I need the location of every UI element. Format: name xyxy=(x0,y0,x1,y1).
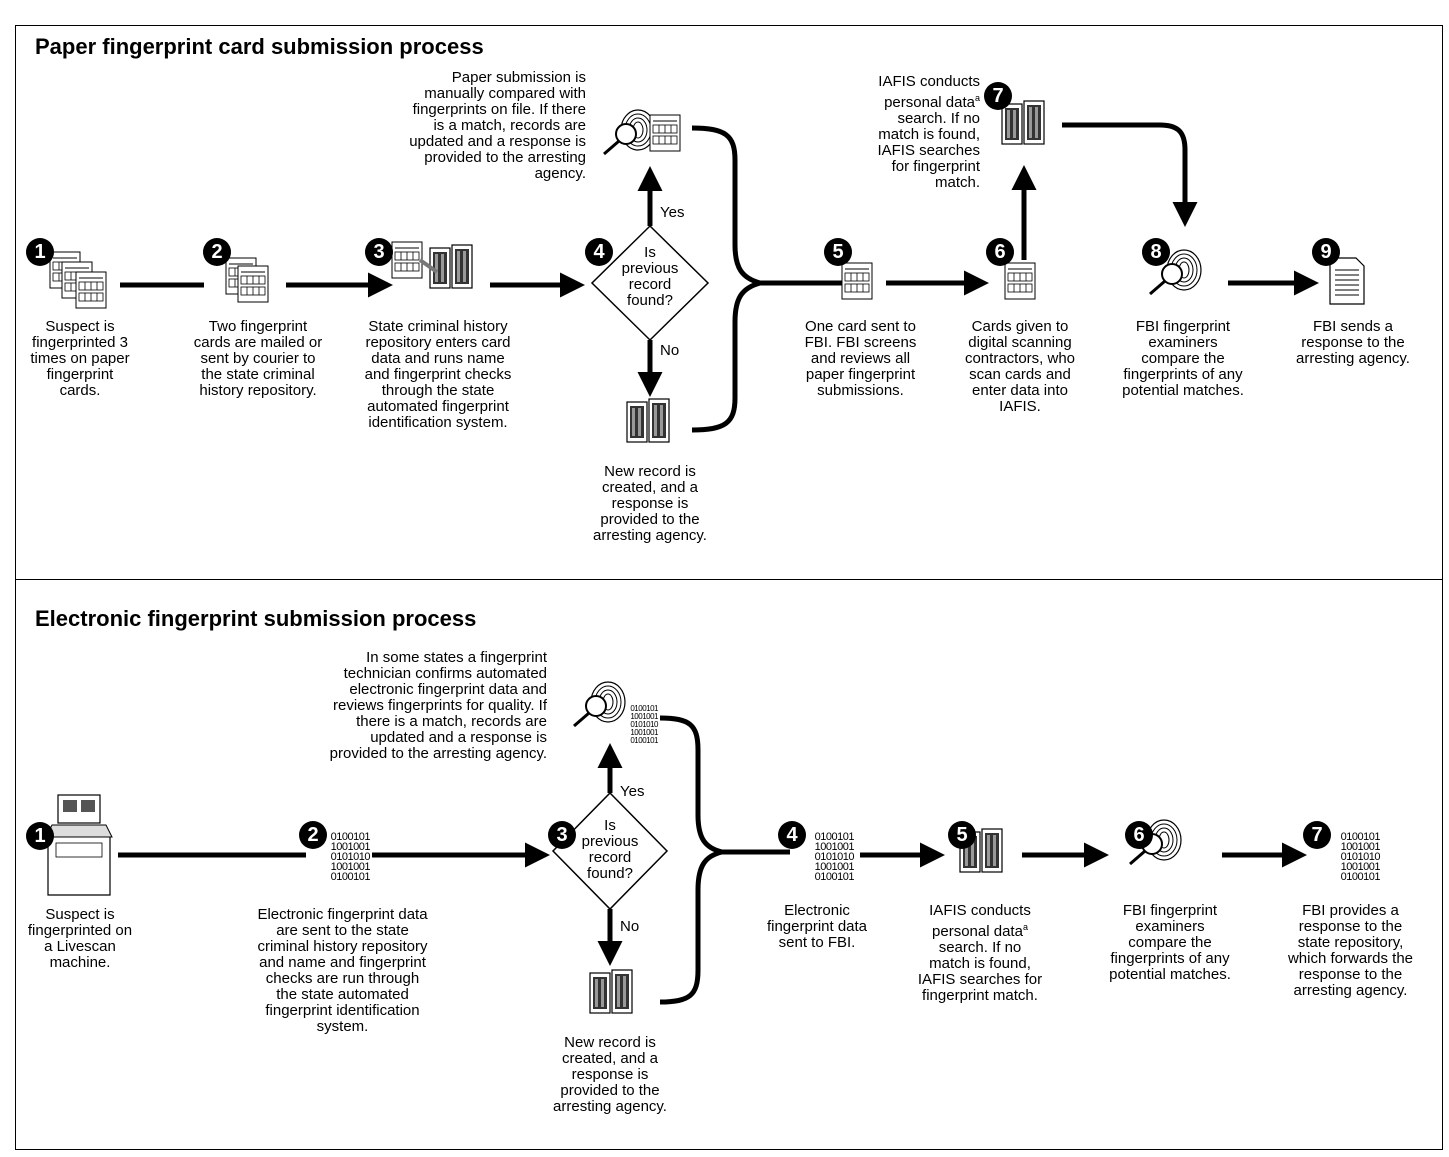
electronic-step-7-number: 7 xyxy=(1303,821,1331,849)
paper-step-8-number: 8 xyxy=(1142,238,1170,266)
paper-step-1-text: Suspect is fingerprinted 3 times on pape… xyxy=(30,318,130,399)
paper-step-5-text: One card sent to FBI. FBI screens and re… xyxy=(804,318,917,399)
paper-step-5-number: 5 xyxy=(824,238,852,266)
section-divider xyxy=(15,579,1443,580)
paper-step-6-number: 6 xyxy=(986,238,1014,266)
electronic-step-1-text: Suspect is fingerprinted on a Livescan m… xyxy=(27,906,133,971)
electronic-no-label: No xyxy=(620,918,640,935)
paper-step-9-text: FBI sends a response to the arresting ag… xyxy=(1296,318,1410,367)
electronic-yes-label: Yes xyxy=(620,783,645,800)
paper-step-8-text: FBI fingerprint examiners compare the fi… xyxy=(1122,318,1244,399)
electronic-step-7-text: FBI provides a response to the state rep… xyxy=(1287,902,1414,999)
electronic-step-5-number: 5 xyxy=(948,821,976,849)
electronic-step-2-binary: 0100101 1001001 0101010 1001001 0100101 xyxy=(330,831,371,883)
paper-no-label: No xyxy=(660,342,680,359)
electronic-step-7-binary: 0100101 1001001 0101010 1001001 0100101 xyxy=(1340,831,1381,883)
paper-step-7-text: IAFIS conducts personal dataa search. If… xyxy=(877,73,980,191)
electronic-step-4-binary: 0100101 1001001 0101010 1001001 0100101 xyxy=(814,831,855,883)
electronic-new-record-server-icon xyxy=(589,969,633,1014)
new-record-server-icon xyxy=(626,398,670,443)
paper-step-3-number: 3 xyxy=(365,238,393,266)
electronic-step-2-text: Electronic fingerprint data are sent to … xyxy=(257,906,428,1035)
electronic-decision-text: Is previous record found? xyxy=(581,817,639,882)
paper-step-2-text: Two fingerprint cards are mailed or sent… xyxy=(193,318,323,399)
scanned-card-icon xyxy=(1004,262,1036,300)
paper-step-4-number: 4 xyxy=(585,238,613,266)
paper-step-3-text: State criminal history repository enters… xyxy=(364,318,512,431)
fingerprint-compare-icon xyxy=(602,108,657,156)
merge-brace-electronic xyxy=(659,715,790,1005)
iafis-server-icon xyxy=(1001,100,1045,145)
electronic-step-4-text: Electronic fingerprint data sent to FBI. xyxy=(766,902,868,951)
response-document-icon xyxy=(1329,257,1365,305)
repository-server-icon xyxy=(429,244,473,289)
paper-section-title: Paper fingerprint card submission proces… xyxy=(35,34,484,59)
paper-yes-label: Yes xyxy=(660,204,685,221)
electronic-step-6-text: FBI fingerprint examiners compare the fi… xyxy=(1109,902,1231,983)
electronic-step-2-number: 2 xyxy=(299,821,327,849)
electronic-step-6-number: 6 xyxy=(1125,821,1153,849)
livescan-machine-icon xyxy=(45,794,113,896)
paper-yes-text: Paper submission is manually compared wi… xyxy=(409,69,586,182)
electronic-no-text: New record is created, and a response is… xyxy=(553,1034,667,1115)
paper-step-1-number: 1 xyxy=(26,238,54,266)
merge-brace xyxy=(691,125,843,433)
fbi-card-icon xyxy=(841,262,873,300)
electronic-yes-binary: 0100101 1001001 0101010 1001001 0100101 xyxy=(630,704,658,745)
electronic-yes-text: In some states a fingerprint technician … xyxy=(329,649,547,762)
electronic-step-4-number: 4 xyxy=(778,821,806,849)
paper-decision-text: Is previous record found? xyxy=(621,244,679,309)
paper-no-text: New record is created, and a response is… xyxy=(593,463,707,544)
electronic-step-3-number: 3 xyxy=(548,821,576,849)
paper-step-7-number: 7 xyxy=(984,82,1012,110)
electronic-section-title: Electronic fingerprint submission proces… xyxy=(35,606,477,631)
paper-step-2-number: 2 xyxy=(203,238,231,266)
paper-step-6-text: Cards given to digital scanning contract… xyxy=(964,318,1076,415)
figure-frame xyxy=(15,25,1443,1150)
electronic-step-1-number: 1 xyxy=(26,822,54,850)
paper-step-9-number: 9 xyxy=(1312,238,1340,266)
electronic-step-5-text: IAFIS conducts personal dataa search. If… xyxy=(917,902,1043,1004)
